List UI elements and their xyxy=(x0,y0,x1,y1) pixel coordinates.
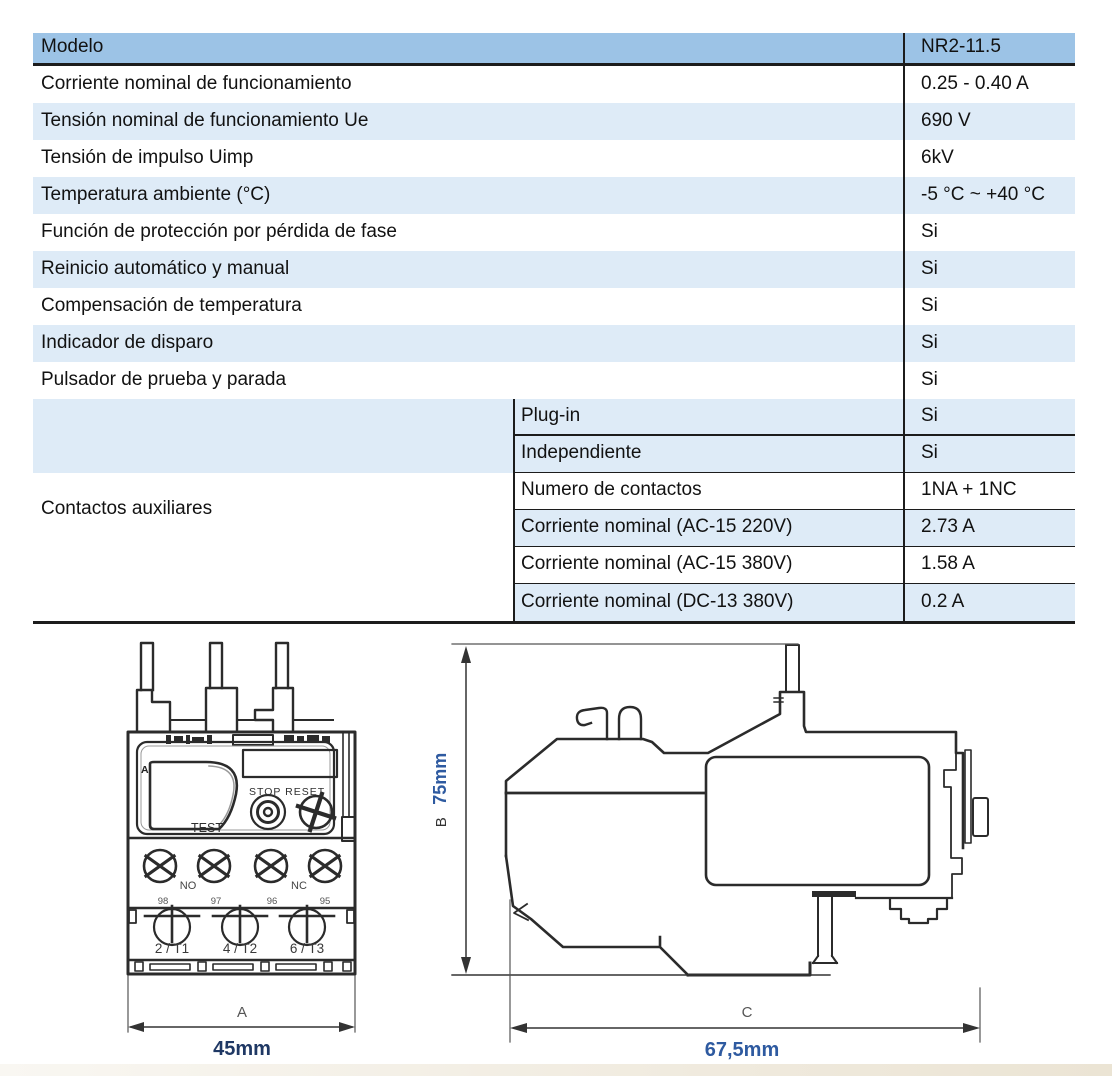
table-row-value: Si xyxy=(903,288,1075,325)
table-row-label: Indicador de disparo xyxy=(33,325,903,362)
main-terminal-label: 6 / T3 xyxy=(290,941,324,956)
subrow-value-text: 1.58 A xyxy=(921,553,975,574)
subrow-value: 2.73 A xyxy=(903,510,1075,547)
reset-screw-glyph xyxy=(295,791,337,833)
subrow-value: Si xyxy=(903,399,1075,436)
table-row-label: Tensión de impulso Uimp xyxy=(33,140,903,177)
row-value-text: Si xyxy=(921,331,938,353)
dimension-a xyxy=(127,975,356,1033)
table-row-label: Corriente nominal de funcionamiento xyxy=(33,66,903,103)
terminal-number: 95 xyxy=(320,896,331,907)
dim-b-label: B 75mm xyxy=(430,753,450,828)
row-value-text: -5 °C ~ +40 °C xyxy=(921,183,1045,205)
subrow-label-text: Corriente nominal (AC-15 220V) xyxy=(521,516,793,537)
table-row-value: Si xyxy=(903,362,1075,399)
dim-c-value: 67,5mm xyxy=(705,1039,780,1061)
subrow-label-text: Corriente nominal (AC-15 380V) xyxy=(521,553,793,574)
main-terminal-label: 4 / T2 xyxy=(223,941,257,956)
table-row-label: Temperatura ambiente (°C) xyxy=(33,177,903,214)
row-label-text: Compensación de temperatura xyxy=(41,294,302,316)
header-value-text: NR2-11.5 xyxy=(921,36,1001,57)
row-label-text: Indicador de disparo xyxy=(41,331,214,353)
dim-b-value: 75mm xyxy=(430,753,450,805)
dim-c-letter: C xyxy=(742,1004,753,1021)
subrow-label-text: Independiente xyxy=(521,442,642,463)
row-label-text: Reinicio automático y manual xyxy=(41,257,290,279)
header-label-text: Modelo xyxy=(41,36,104,57)
brand-print-marks xyxy=(166,735,330,744)
table-row-label: Pulsador de prueba y parada xyxy=(33,362,903,399)
subrow-label: Numero de contactos xyxy=(513,473,903,510)
table-row-value: Si xyxy=(903,325,1075,362)
page-edge-shadow xyxy=(0,1064,1112,1076)
stop-button-glyph xyxy=(249,793,287,831)
row-value-text: Si xyxy=(921,220,938,242)
terminal-number: 96 xyxy=(267,896,278,907)
subrow-label-text: Numero de contactos xyxy=(521,479,702,500)
dim-a-value: 45mm xyxy=(213,1038,271,1060)
subrow-label: Plug-in xyxy=(513,399,903,436)
subrow-value-text: 0.2 A xyxy=(921,590,965,612)
table-row-value: 690 V xyxy=(903,103,1075,140)
table-row-value: Si xyxy=(903,251,1075,288)
main-terminal-screws xyxy=(128,904,355,947)
terminal-number: 98 xyxy=(158,896,169,907)
main-terminal-label: 2 / T1 xyxy=(155,941,189,956)
dim-a-letter: A xyxy=(237,1004,247,1021)
table-row-value: -5 °C ~ +40 °C xyxy=(903,177,1075,214)
subrow-value-text: Si xyxy=(921,442,938,463)
subrow-value-text: 2.73 A xyxy=(921,516,975,537)
dimension-c xyxy=(509,899,981,1043)
dimension-b xyxy=(451,643,831,976)
front-view-drawing xyxy=(126,641,357,1033)
table-row-value: 0.25 - 0.40 A xyxy=(903,66,1075,103)
subrow-value-text: Si xyxy=(921,404,938,426)
row-value-text: 0.25 - 0.40 A xyxy=(921,72,1029,94)
row-label-text: Pulsador de prueba y parada xyxy=(41,368,287,390)
terminal-number: 97 xyxy=(211,896,222,907)
table-row-value: Si xyxy=(903,214,1075,251)
row-value-text: Si xyxy=(921,294,938,316)
subrow-value: 1NA + 1NC xyxy=(903,473,1075,510)
row-label-text: Tensión de impulso Uimp xyxy=(41,146,254,168)
row-value-text: 6kV xyxy=(921,146,954,168)
aux-terminal-screws xyxy=(142,848,343,884)
group-label-text: Contactos auxiliares xyxy=(41,498,213,519)
subrow-value: 0.2 A xyxy=(903,584,1075,621)
dim-b-letter: B xyxy=(433,817,450,827)
row-label-text: Tensión nominal de funcionamiento Ue xyxy=(41,109,369,131)
test-label: TEST xyxy=(191,821,223,835)
subrow-label: Independiente xyxy=(513,436,903,473)
table-header-label: Modelo xyxy=(33,33,903,66)
subrow-label-text: Corriente nominal (DC-13 380V) xyxy=(521,590,794,612)
subrow-value: 1.58 A xyxy=(903,547,1075,584)
row-value-text: 690 V xyxy=(921,109,971,131)
table-row-label: Función de protección por pérdida de fas… xyxy=(33,214,903,251)
subrow-label: Corriente nominal (AC-15 220V) xyxy=(513,510,903,547)
row-label-text: Corriente nominal de funcionamiento xyxy=(41,72,352,94)
nc-label: NC xyxy=(291,880,307,892)
no-label: NO xyxy=(180,880,197,892)
panel-marker-label: A xyxy=(141,764,149,776)
side-view-drawing xyxy=(451,643,989,1043)
subrow-value: Si xyxy=(903,436,1075,473)
spec-table: Modelo NR2-11.5 Corriente nominal de fun… xyxy=(33,33,1075,624)
table-header-value: NR2-11.5 xyxy=(903,33,1075,66)
table-row-value: 6kV xyxy=(903,140,1075,177)
subrow-label-text: Plug-in xyxy=(521,404,581,426)
subrow-label: Corriente nominal (DC-13 380V) xyxy=(513,584,903,621)
table-row-label: Reinicio automático y manual xyxy=(33,251,903,288)
subrow-value-text: 1NA + 1NC xyxy=(921,479,1017,500)
table-row-label: Tensión nominal de funcionamiento Ue xyxy=(33,103,903,140)
table-row-label: Compensación de temperatura xyxy=(33,288,903,325)
row-value-text: Si xyxy=(921,368,938,390)
stop-reset-label: STOP RESET xyxy=(249,786,325,798)
group-cell-contactos-auxiliares: Contactos auxiliares xyxy=(33,399,513,621)
row-label-text: Temperatura ambiente (°C) xyxy=(41,183,271,205)
row-label-text: Función de protección por pérdida de fas… xyxy=(41,220,397,242)
bottom-strip-marks xyxy=(134,961,352,972)
subrow-label: Corriente nominal (AC-15 380V) xyxy=(513,547,903,584)
dimension-drawings: A STOP RESET TEST NO NC 98 97 96 95 2 / … xyxy=(126,641,989,1061)
row-value-text: Si xyxy=(921,257,938,279)
